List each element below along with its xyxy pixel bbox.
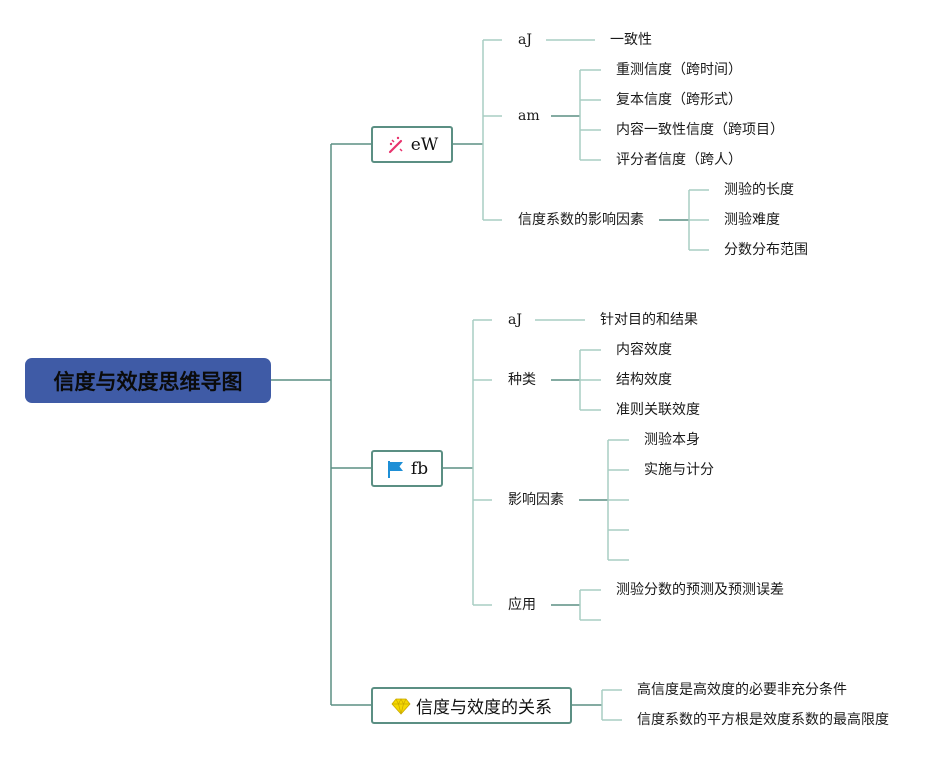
magic-wand-icon bbox=[386, 135, 406, 155]
branch-1-connectors bbox=[453, 39, 709, 251]
branch-node-2[interactable]: fb bbox=[371, 450, 443, 487]
branch-1-topic-2-item-1[interactable]: 重测信度（跨时间） bbox=[616, 62, 742, 78]
flag-icon bbox=[386, 459, 406, 479]
branch-1-topic-3[interactable]: 信度系数的影响因素 bbox=[518, 212, 644, 228]
branch-2-connectors bbox=[443, 319, 629, 621]
branch-2-topic-2-item-1[interactable]: 内容效度 bbox=[616, 342, 672, 358]
branch-2-topic-2[interactable]: 种类 bbox=[508, 372, 536, 388]
branch-1-topic-2-item-4[interactable]: 评分者信度（跨人） bbox=[616, 152, 742, 168]
branch-node-3-label: 信度与效度的关系 bbox=[416, 698, 552, 718]
root-node[interactable]: 信度与效度思维导图 bbox=[25, 358, 271, 403]
branch-node-1[interactable]: eW bbox=[371, 126, 453, 163]
branch-2-topic-3-item-1[interactable]: 测验本身 bbox=[644, 432, 700, 448]
branch-1-topic-2-item-2[interactable]: 复本信度（跨形式） bbox=[616, 92, 742, 108]
branch-2-topic-2-item-2[interactable]: 结构效度 bbox=[616, 372, 672, 388]
branch-node-1-label: eW bbox=[410, 134, 439, 155]
branch-node-3[interactable]: 信度与效度的关系 bbox=[371, 687, 572, 724]
branch-1-topic-1-item-1[interactable]: 一致性 bbox=[610, 32, 652, 48]
branch-1-topic-3-item-1[interactable]: 测验的长度 bbox=[724, 182, 794, 198]
branch-2-topic-4-item-1[interactable]: 测验分数的预测及预测误差 bbox=[616, 582, 784, 598]
root-node-label: 信度与效度思维导图 bbox=[53, 369, 243, 394]
branch-3-connectors bbox=[572, 689, 622, 721]
branch-3-item-2[interactable]: 信度系数的平方根是效度系数的最高限度 bbox=[637, 712, 889, 728]
branch-2-topic-3[interactable]: 影响因素 bbox=[508, 492, 564, 508]
branch-1-topic-3-item-3[interactable]: 分数分布范围 bbox=[724, 242, 808, 258]
root-connectors bbox=[271, 143, 371, 706]
branch-2-topic-4[interactable]: 应用 bbox=[508, 597, 536, 613]
branch-1-topic-3-item-2[interactable]: 测验难度 bbox=[724, 212, 780, 228]
branch-2-topic-1[interactable]: aJ bbox=[508, 312, 522, 328]
branch-node-2-label: fb bbox=[410, 458, 429, 479]
branch-2-topic-2-item-3[interactable]: 准则关联效度 bbox=[616, 402, 700, 418]
diamond-icon bbox=[391, 696, 411, 716]
branch-2-topic-3-item-2[interactable]: 实施与计分 bbox=[644, 462, 714, 478]
branch-3-item-1[interactable]: 高信度是高效度的必要非充分条件 bbox=[637, 682, 847, 698]
branch-1-topic-2[interactable]: am bbox=[518, 108, 540, 124]
branch-1-topic-1[interactable]: aJ bbox=[518, 32, 532, 48]
branch-1-topic-2-item-3[interactable]: 内容一致性信度（跨项目） bbox=[616, 122, 784, 138]
branch-2-topic-1-item-1[interactable]: 针对目的和结果 bbox=[600, 312, 698, 328]
